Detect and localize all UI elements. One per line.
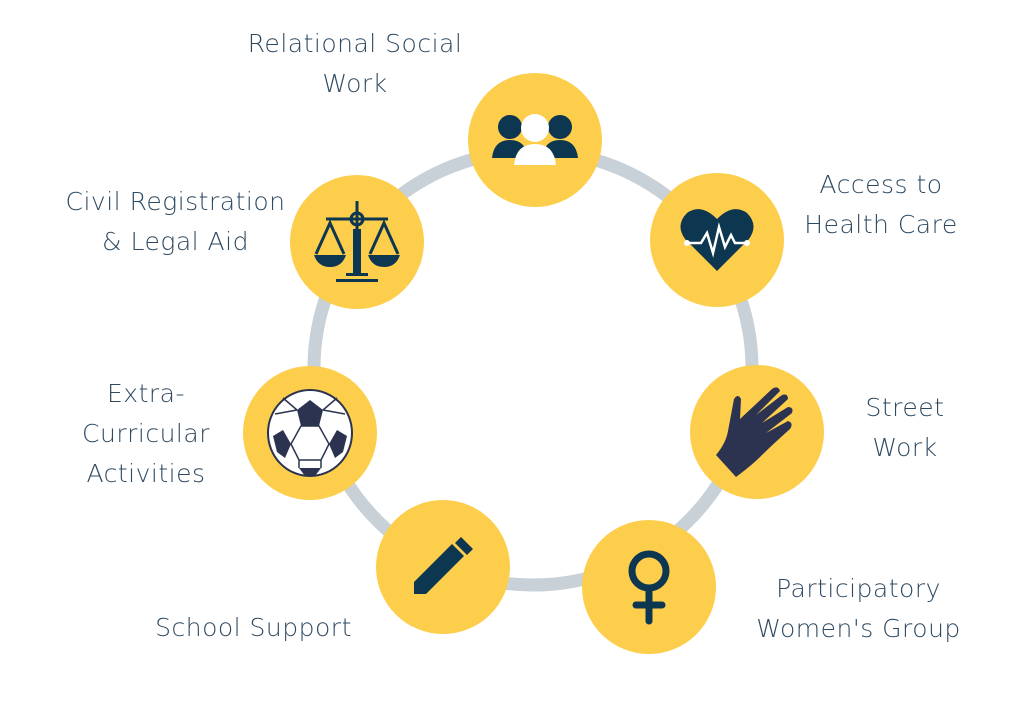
people-icon: [492, 114, 578, 165]
hand-icon: [716, 386, 793, 477]
node-participatory-womens-group: [582, 520, 716, 654]
heart-pulse-icon: [680, 209, 754, 271]
node-access-to-health-care: [650, 173, 784, 307]
node-civil-registration-legal-aid: [290, 175, 424, 309]
soccer-ball-icon: [267, 389, 353, 477]
node-relational-social-work: [468, 73, 602, 207]
node-street-work: [690, 365, 824, 499]
pencil-icon: [414, 537, 473, 594]
scales-icon: [314, 201, 400, 282]
node-school-support: [376, 500, 510, 634]
label-school-support: School Support: [155, 613, 352, 642]
female-symbol-icon: [628, 550, 670, 625]
node-extra-curricular-activities: [243, 366, 377, 500]
label-civil-registration-legal-aid: Civil Registration& Legal Aid: [65, 187, 286, 256]
